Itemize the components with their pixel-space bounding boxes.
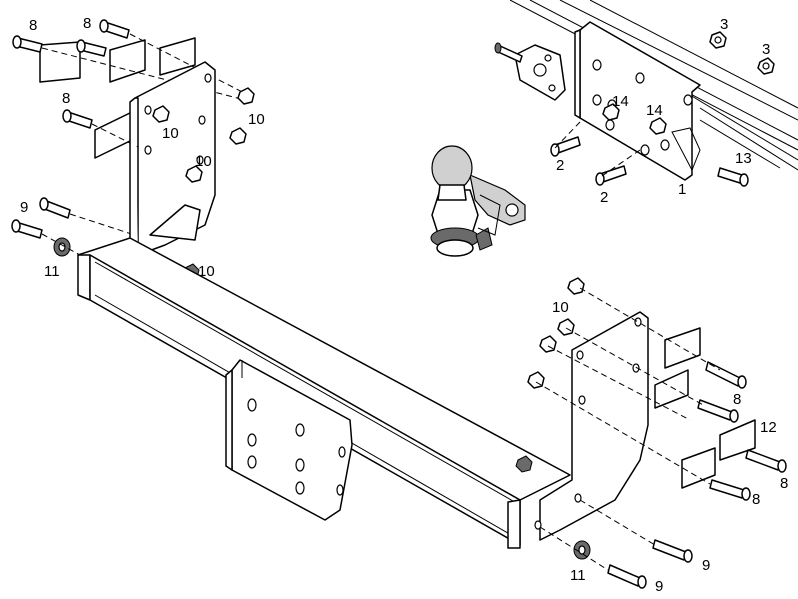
callout-14: 14 bbox=[612, 93, 629, 110]
nuts-3 bbox=[709, 31, 775, 75]
callout-14: 14 bbox=[646, 102, 663, 119]
right-plates-8-12 bbox=[654, 327, 756, 489]
right-bolts-9 bbox=[607, 539, 693, 589]
left-bolts-9 bbox=[11, 197, 71, 239]
center-plate bbox=[225, 359, 353, 521]
callout-1: 1 bbox=[678, 181, 686, 198]
callout-11: 11 bbox=[44, 263, 60, 280]
callout-labels: 8 8 8 9 11 10 10 10 10 3 3 14 14 2 2 13 … bbox=[20, 15, 788, 595]
callout-2: 2 bbox=[556, 157, 564, 174]
callout-13: 13 bbox=[735, 150, 752, 167]
callout-8: 8 bbox=[83, 15, 91, 32]
nuts-14 bbox=[602, 103, 667, 135]
callout-8: 8 bbox=[780, 475, 788, 492]
right-side-bracket bbox=[534, 311, 649, 541]
callout-8: 8 bbox=[752, 491, 760, 508]
right-bolts-8 bbox=[697, 361, 787, 501]
left-washer-11 bbox=[53, 237, 71, 257]
callout-8: 8 bbox=[29, 17, 37, 34]
vehicle-bracket-plate bbox=[574, 21, 701, 181]
callout-10: 10 bbox=[162, 125, 179, 142]
callout-9: 9 bbox=[702, 557, 710, 574]
callout-11: 11 bbox=[570, 567, 586, 584]
bolts-2 bbox=[550, 136, 627, 186]
callout-10: 10 bbox=[248, 111, 265, 128]
callout-3: 3 bbox=[762, 41, 770, 58]
small-bracket bbox=[494, 42, 566, 101]
callout-8: 8 bbox=[62, 90, 70, 107]
callout-9: 9 bbox=[655, 578, 663, 595]
left-bolts-8 bbox=[12, 19, 130, 129]
callout-10: 10 bbox=[195, 153, 212, 170]
bolt-13 bbox=[717, 167, 749, 187]
callout-10: 10 bbox=[552, 299, 569, 316]
callout-10: 10 bbox=[198, 263, 215, 280]
callout-12: 12 bbox=[760, 419, 777, 436]
callout-2: 2 bbox=[600, 189, 608, 206]
tow-ball-assembly bbox=[430, 145, 526, 257]
callout-9: 9 bbox=[20, 199, 28, 216]
right-assembly-lines bbox=[535, 121, 721, 571]
callout-8: 8 bbox=[733, 391, 741, 408]
right-washer-11 bbox=[573, 540, 591, 560]
callout-3: 3 bbox=[720, 16, 728, 33]
